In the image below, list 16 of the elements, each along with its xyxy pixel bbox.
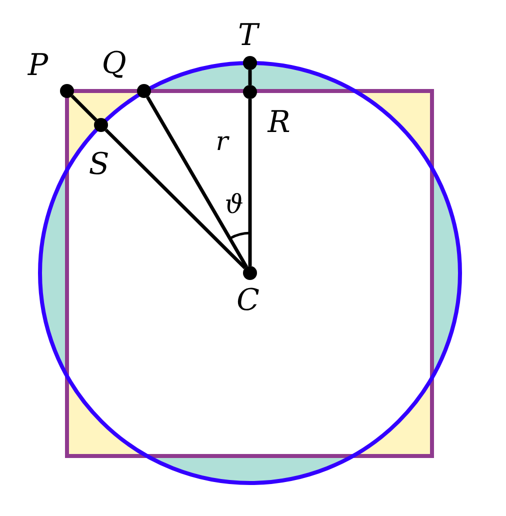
point-label: Q (102, 49, 126, 79)
point-dot (60, 84, 74, 98)
line-segment (146, 96, 248, 268)
point-label: S (88, 150, 110, 180)
point-dot (137, 84, 151, 98)
line-segment (70, 94, 98, 122)
line-segment (104, 128, 246, 270)
point-label: C (236, 286, 260, 316)
point-dot (243, 56, 257, 70)
point-label: T (238, 21, 258, 51)
line-segment (248, 99, 252, 266)
edge-label: r (216, 127, 228, 157)
point-label: R (268, 108, 290, 138)
line-segment (248, 70, 252, 85)
angle-label: ϑ (224, 190, 244, 220)
point-label: P (28, 51, 48, 81)
